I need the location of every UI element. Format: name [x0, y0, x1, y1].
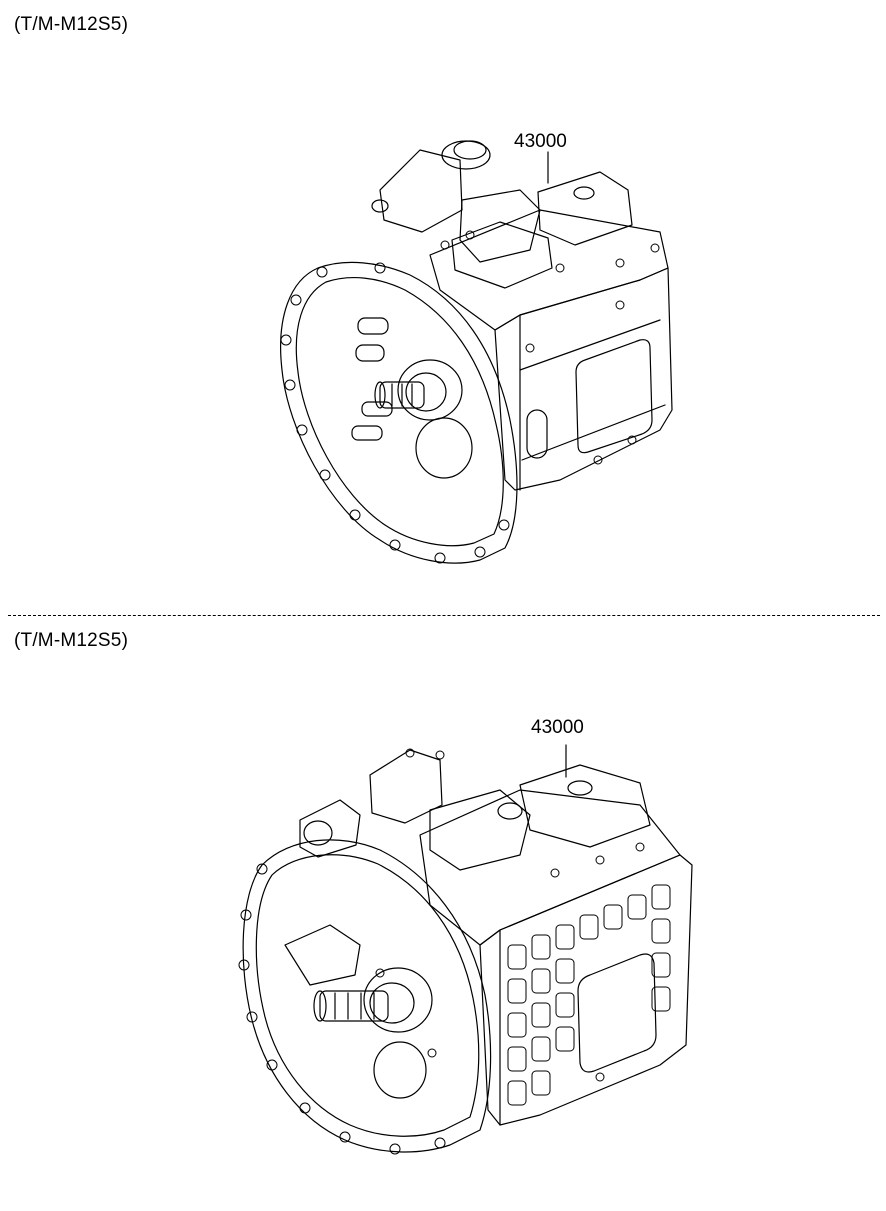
- main-case: [495, 268, 672, 490]
- top-cover: [430, 210, 668, 330]
- section-2-part-number[interactable]: 43000: [531, 717, 584, 738]
- bell-housing: [281, 262, 517, 563]
- case-bolts: [376, 749, 644, 1081]
- top-cover: [420, 790, 680, 945]
- shift-tower: [300, 750, 530, 870]
- bell-bolts: [281, 263, 509, 563]
- bell-bolts: [239, 864, 445, 1154]
- bell-housing: [243, 840, 490, 1152]
- bell-bosses: [352, 318, 472, 478]
- transmission-assembly-drawing-2: [0, 625, 886, 1205]
- input-shaft: [314, 968, 432, 1032]
- shift-tower: [372, 141, 540, 262]
- main-case: [480, 855, 692, 1125]
- transmission-assembly-drawing-1: [0, 0, 886, 600]
- input-shaft: [375, 360, 462, 420]
- case-ribs: [508, 885, 670, 1105]
- section-divider: [8, 615, 880, 616]
- case-bolts: [441, 231, 659, 464]
- section-1-part-number[interactable]: 43000: [514, 131, 567, 152]
- section-1-label: (T/M-M12S5): [14, 14, 129, 35]
- section-2-label: (T/M-M12S5): [14, 630, 129, 651]
- pto-cover: [578, 954, 656, 1072]
- pto-cover: [576, 340, 652, 453]
